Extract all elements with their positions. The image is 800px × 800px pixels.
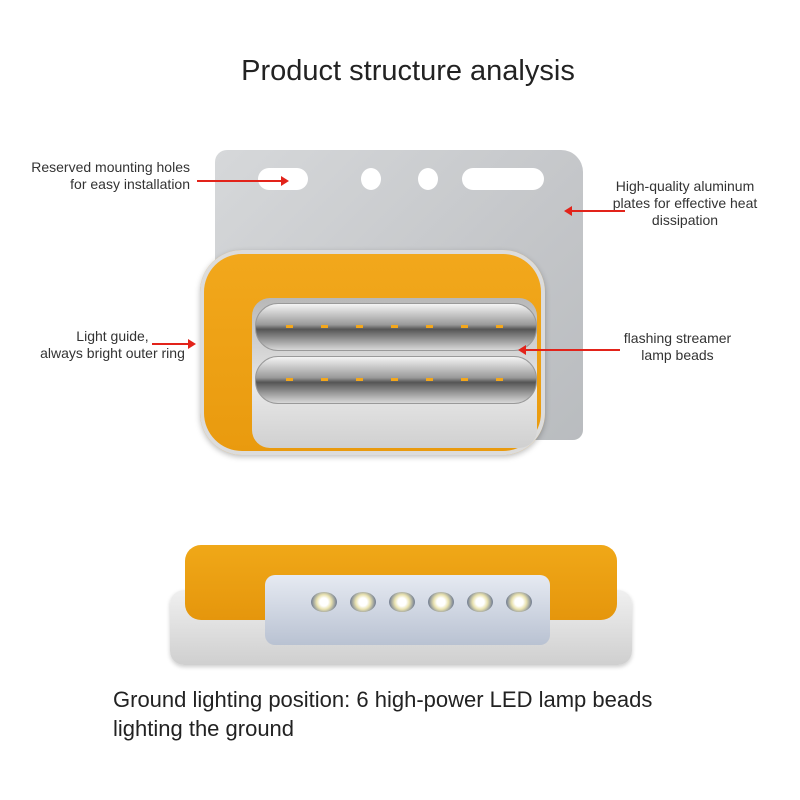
label-aluminum: High-quality aluminum plates for effecti… [595, 178, 775, 229]
page-title: Product structure analysis [241, 55, 575, 87]
label-mounting-holes: Reserved mounting holes for easy install… [20, 159, 190, 193]
led-icon [350, 592, 376, 612]
led-icon [506, 592, 532, 612]
label-line: for easy installation [70, 176, 190, 192]
led-icon [389, 592, 415, 612]
label-streamer: flashing streamer lamp beads [600, 330, 755, 364]
label-line: plates for effective heat [612, 195, 758, 211]
led-icon [467, 592, 493, 612]
label-line: flashing streamer [623, 330, 732, 346]
label-line: Light guide, [76, 328, 149, 344]
led-icon [311, 592, 337, 612]
arrow-streamer [518, 345, 620, 355]
streamer-lens-upper [255, 303, 537, 351]
arrow-mounting-holes [197, 176, 289, 186]
mounting-hole [361, 168, 381, 190]
label-line: lamp beads [641, 347, 714, 363]
label-line: dissipation [651, 212, 719, 228]
streamer-lens-lower [255, 356, 537, 404]
led-icon [428, 592, 454, 612]
ground-led-lens [265, 575, 550, 645]
label-line: always bright outer ring [40, 345, 185, 361]
caption-line: Ground lighting position: 6 high-power L… [113, 687, 653, 712]
label-light-guide: Light guide, always bright outer ring [25, 328, 200, 362]
mounting-hole [418, 168, 438, 190]
arrow-light-guide [152, 339, 196, 349]
mounting-hole [462, 168, 544, 190]
label-line: Reserved mounting holes [31, 159, 190, 175]
label-line: High-quality aluminum [615, 178, 755, 194]
arrow-aluminum [564, 206, 625, 216]
caption-line: lighting the ground [113, 716, 295, 741]
caption: Ground lighting position: 6 high-power L… [113, 685, 652, 743]
